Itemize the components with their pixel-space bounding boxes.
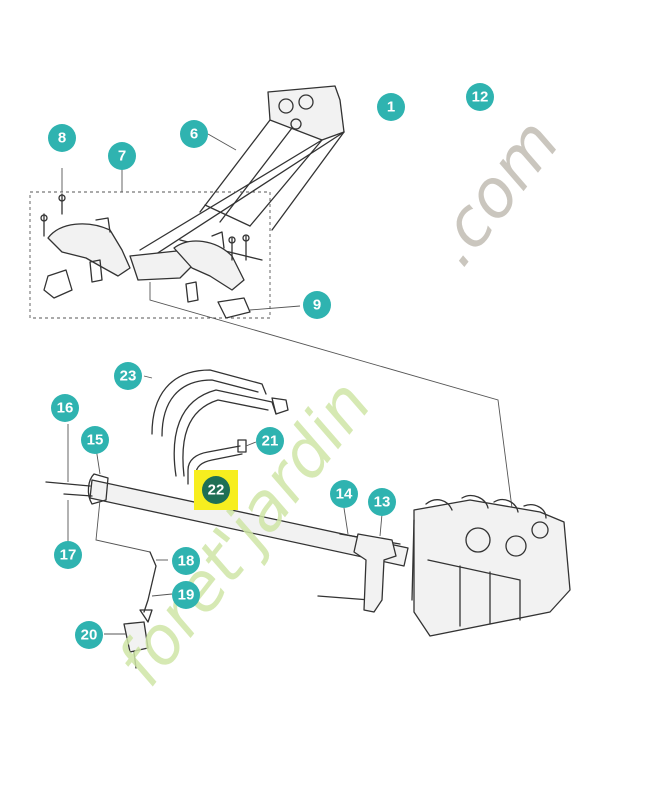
- callout-13-label: 13: [374, 494, 391, 511]
- callout-14-label: 14: [336, 486, 353, 503]
- callout-20[interactable]: 20: [75, 621, 103, 649]
- frame-part: [139, 85, 345, 261]
- callout-16[interactable]: 16: [51, 394, 79, 422]
- callout-15-label: 15: [87, 432, 104, 449]
- engine-block: [411, 494, 571, 637]
- fuel-line-filter: [95, 499, 157, 669]
- callout-21[interactable]: 21: [256, 427, 284, 455]
- callout-7-label: 7: [118, 148, 126, 165]
- callout-14[interactable]: 14: [330, 480, 358, 508]
- callout-17[interactable]: 17: [54, 541, 82, 569]
- watermark-green-text: foret'jardin: [102, 366, 386, 700]
- callout-16-label: 16: [57, 400, 74, 417]
- callout-17-label: 17: [60, 547, 77, 564]
- callout-6[interactable]: 6: [180, 120, 208, 148]
- callout-6-label: 6: [190, 126, 198, 143]
- callout-9[interactable]: 9: [303, 291, 331, 319]
- callout-12[interactable]: 12: [466, 83, 494, 111]
- bolts-group: [40, 193, 250, 261]
- callout-7[interactable]: 7: [108, 142, 136, 170]
- callout-12-label: 12: [472, 89, 489, 106]
- callout-23-label: 23: [120, 368, 137, 385]
- callout-1[interactable]: 1: [377, 93, 405, 121]
- callout-8-label: 8: [58, 130, 66, 147]
- kit-group-box: [29, 191, 271, 319]
- callout-1-label: 1: [387, 99, 395, 116]
- callout-22-highlighted[interactable]: 22: [194, 470, 238, 510]
- callout-8[interactable]: 8: [48, 124, 76, 152]
- hose-23: [151, 369, 289, 477]
- callout-22-label: 22: [208, 482, 225, 499]
- callout-15[interactable]: 15: [81, 426, 109, 454]
- callout-19-label: 19: [178, 587, 195, 604]
- callout-13[interactable]: 13: [368, 488, 396, 516]
- callout-18-label: 18: [178, 553, 195, 570]
- callout-18[interactable]: 18: [172, 547, 200, 575]
- callout-19[interactable]: 19: [172, 581, 200, 609]
- tube-assembly: [45, 473, 409, 613]
- callout-9-label: 9: [313, 297, 321, 314]
- watermark-grey-text: .com: [414, 105, 574, 280]
- callout-20-label: 20: [81, 627, 98, 644]
- intake-manifold: [43, 217, 251, 319]
- callout-23[interactable]: 23: [114, 362, 142, 390]
- callout-21-label: 21: [262, 433, 279, 450]
